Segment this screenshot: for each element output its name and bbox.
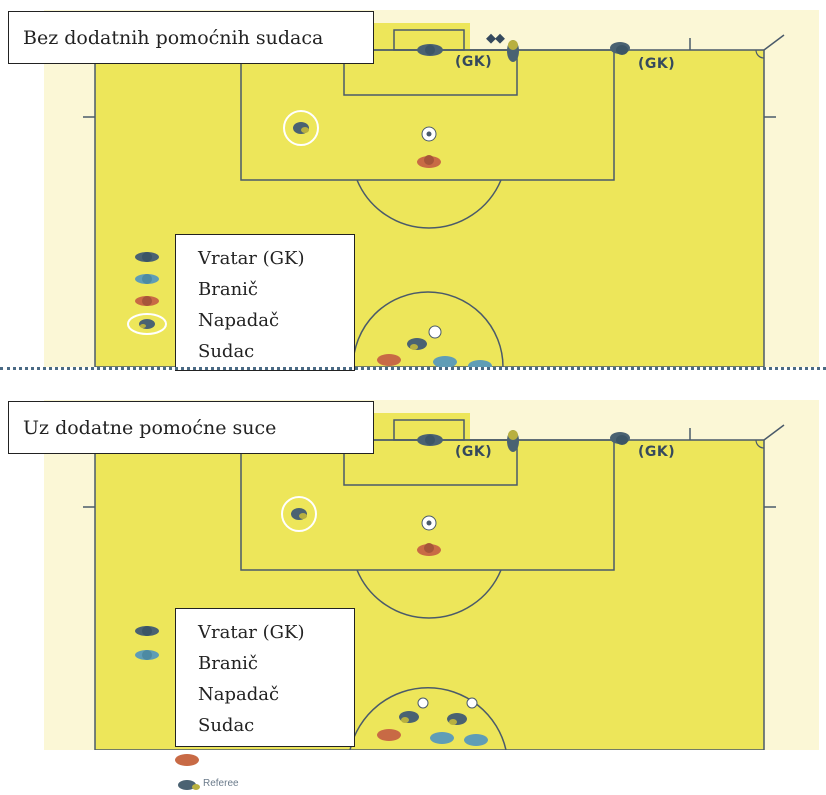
panel-title: Bez dodatnih pomoćnih sudaca [8,11,374,64]
ball-icon [417,697,429,709]
footer-attacker-icon [175,754,199,766]
legend: Vratar (GK) Branič Napadač Sudac [175,234,355,371]
referee-icon [447,713,467,725]
gk-label-left: (GK) [455,444,492,460]
legend-defender-icon [135,650,159,660]
defender-player-icon [468,360,492,367]
center-circle [349,687,507,750]
legend-item-goalkeeper: Vratar (GK) [198,248,305,269]
penalty-arc [356,179,502,229]
panel-with-additional-assistants: (GK) (GK) Uz dodatne pomoćne suce Vratar… [0,390,826,750]
attacker-player-icon [377,729,401,741]
pitch-diagram: (GK) (GK) [44,10,819,367]
legend-defender-icon [135,274,159,284]
defender-player-icon [464,734,488,746]
legend-goalkeeper-icon [135,252,159,262]
ball-icon [428,325,442,339]
ball-icon [466,697,478,709]
referee-icon [281,496,317,532]
ball-icon [421,126,437,142]
legend-item-attacker: Napadač [198,684,280,705]
goalkeeper-player-icon [610,432,630,445]
legend-referee-icon [127,313,167,335]
center-circle [352,291,504,367]
referee-icon [399,711,419,723]
goalkeeper-player-icon [610,42,630,55]
legend-item-defender: Branič [198,653,258,674]
panel-divider [0,367,826,370]
gk-label-right: (GK) [638,56,675,72]
legend-item-referee: Sudac [198,341,255,362]
legend: Vratar (GK) Branič Napadač Sudac [175,608,355,747]
legend-attacker-icon [135,296,159,306]
referee-icon [283,110,319,146]
gk-label-left: (GK) [455,54,492,70]
legend-item-goalkeeper: Vratar (GK) [198,622,305,643]
referee-label: Referee [203,778,239,789]
assistant-referee-icon [507,430,519,452]
footer-legend-icons [175,754,200,790]
defender-player-icon [433,356,457,367]
gk-label-right: (GK) [638,444,675,460]
legend-item-defender: Branič [198,279,258,300]
attacker-player-icon [417,543,441,556]
panel-without-additional-assistants: (GK) (GK) Bez dodatnih pomoćnih suda [0,0,826,371]
legend-item-referee: Sudac [198,715,255,736]
pitch-diagram: (GK) (GK) [44,400,819,750]
footer-referee-icon [178,780,200,790]
attacker-player-icon [377,354,401,366]
ball-icon [421,515,437,531]
referee-icon [407,338,427,350]
attacker-player-icon [417,155,441,168]
panel-title: Uz dodatne pomoćne suce [8,401,374,454]
goalkeeper-player-icon [417,434,443,446]
penalty-arc [356,569,502,619]
goalkeeper-player-icon [417,44,443,56]
legend-goalkeeper-icon [135,626,159,636]
defender-player-icon [430,732,454,744]
legend-item-attacker: Napadač [198,310,280,331]
